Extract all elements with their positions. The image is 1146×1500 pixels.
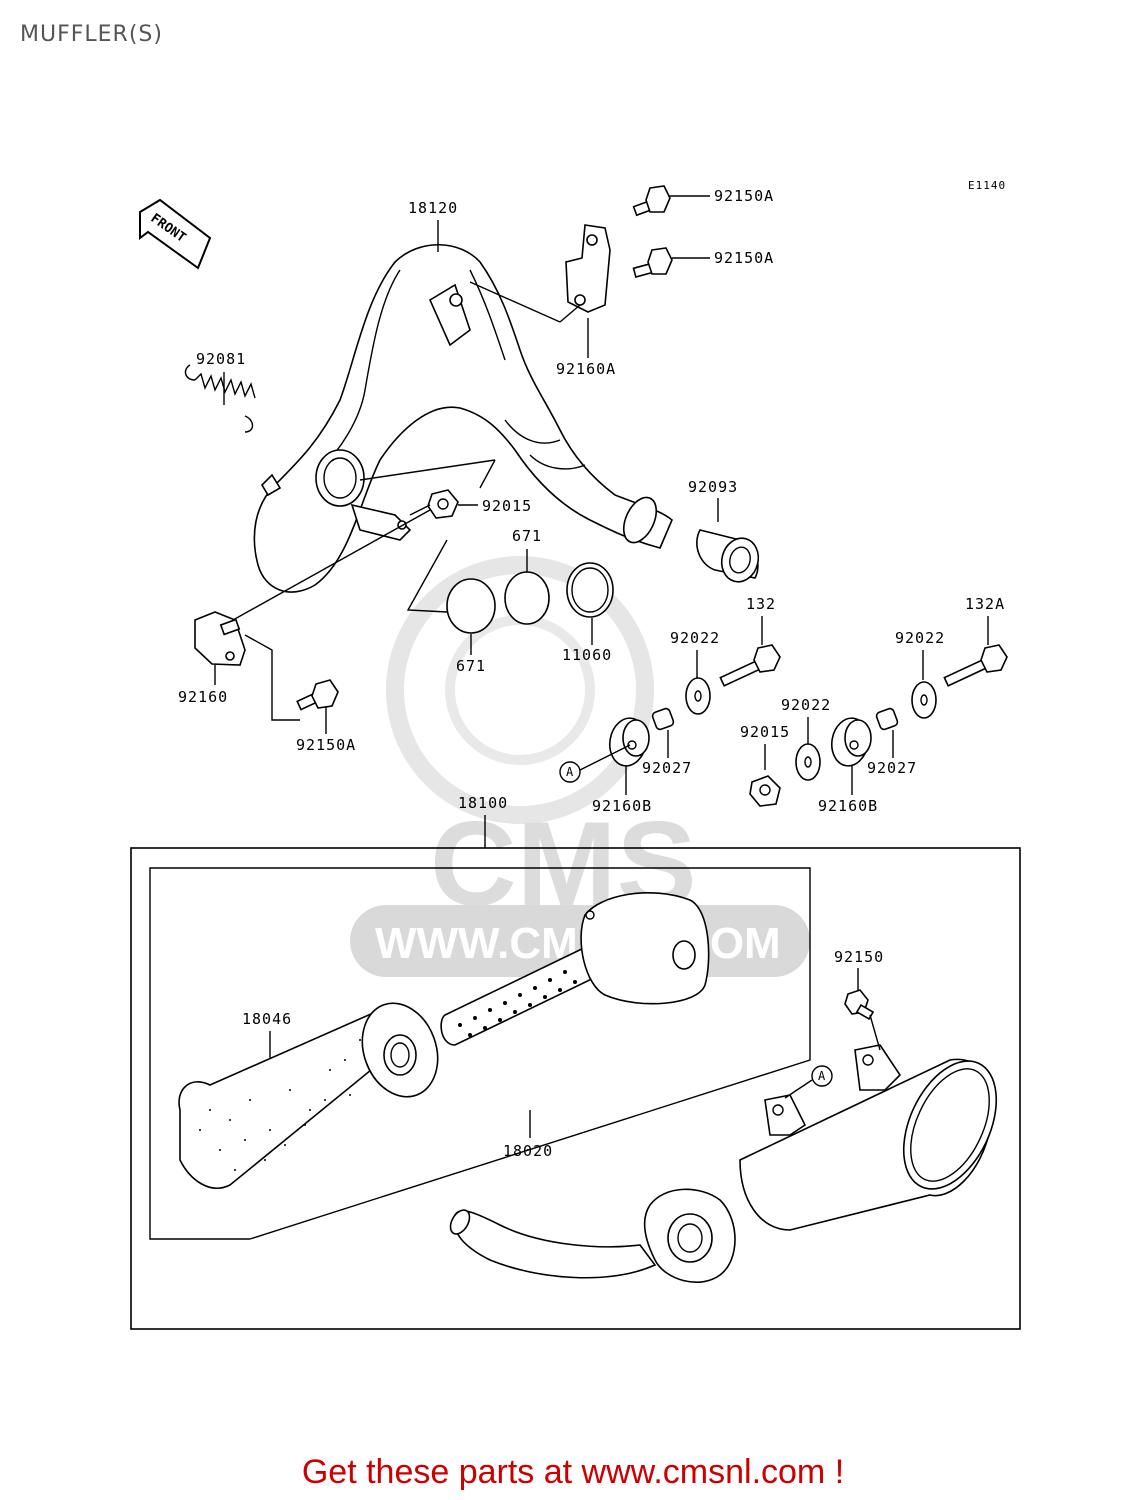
muffler-body <box>739 1044 998 1231</box>
label-18046: 18046 <box>242 1010 292 1028</box>
promo-banner[interactable]: Get these parts at www.cmsnl.com ! <box>301 1453 845 1491</box>
damper-92160B-1 <box>608 717 650 767</box>
packing-18046 <box>178 1002 439 1189</box>
diagram-code: E1140 <box>968 179 1006 192</box>
tail-pipe-18020 <box>449 1188 736 1283</box>
svg-text:A: A <box>566 765 574 779</box>
page-title: MUFFLER(S) <box>20 22 163 47</box>
bracket-92160 <box>194 611 246 666</box>
bracket-92160A <box>565 224 611 313</box>
spacer-92027-2 <box>875 707 899 731</box>
bolt-92150A-left <box>296 679 339 711</box>
label-132: 132 <box>746 595 776 613</box>
muffler-assembly-frame <box>130 847 1021 1330</box>
label-92160A: 92160A <box>556 360 616 378</box>
bolt-92150 <box>844 989 875 1021</box>
oring-671-top <box>504 571 550 625</box>
bolt-132A <box>943 644 1008 687</box>
washer-92022-1 <box>685 677 711 715</box>
label-18020: 18020 <box>503 1142 553 1160</box>
bolt-92150A-lower <box>632 247 673 278</box>
label-92081: 92081 <box>196 350 246 368</box>
gasket-11060 <box>566 562 614 618</box>
inner-kit-frame <box>149 867 811 1240</box>
label-92160B-1: 92160B <box>592 797 652 815</box>
label-92027-2: 92027 <box>867 759 917 777</box>
label-92160B-2: 92160B <box>818 797 878 815</box>
front-arrow-icon: FRONT <box>139 198 212 270</box>
oring-671-bottom <box>446 578 496 634</box>
washer-92022-2 <box>911 681 937 719</box>
label-92022-3: 92022 <box>781 696 831 714</box>
label-671-bottom: 671 <box>456 657 486 675</box>
seal-92093 <box>696 529 760 583</box>
label-92027-1: 92027 <box>642 759 692 777</box>
label-18120: 18120 <box>408 199 458 217</box>
label-92150A-3: 92150A <box>296 736 356 754</box>
spring-92081 <box>184 364 256 433</box>
label-92150: 92150 <box>834 948 884 966</box>
label-92150A-1: 92150A <box>714 187 774 205</box>
label-92160: 92160 <box>178 688 228 706</box>
label-92093: 92093 <box>688 478 738 496</box>
label-92015-2: 92015 <box>740 723 790 741</box>
label-92015-1: 92015 <box>482 497 532 515</box>
spacer-92027-1 <box>651 707 675 731</box>
nut-92015-lower <box>749 775 781 807</box>
marker-a-lower <box>811 1065 833 1087</box>
label-92150A-2: 92150A <box>714 249 774 267</box>
bolt-132 <box>719 644 781 687</box>
label-11060: 11060 <box>562 646 612 664</box>
damper-92160B-2 <box>830 717 872 767</box>
washer-92022-3 <box>795 743 821 781</box>
label-18100: 18100 <box>458 794 508 812</box>
label-92022-2: 92022 <box>895 629 945 647</box>
expansion-chamber-18120 <box>253 244 673 593</box>
marker-a-upper <box>559 761 581 783</box>
bolt-92150A-upper <box>632 185 671 217</box>
nut-92015-upper <box>427 489 459 519</box>
label-132A: 132A <box>965 595 1005 613</box>
perforated-core <box>440 892 710 1046</box>
label-671-top: 671 <box>512 527 542 545</box>
svg-text:A: A <box>818 1069 826 1083</box>
label-92022-1: 92022 <box>670 629 720 647</box>
